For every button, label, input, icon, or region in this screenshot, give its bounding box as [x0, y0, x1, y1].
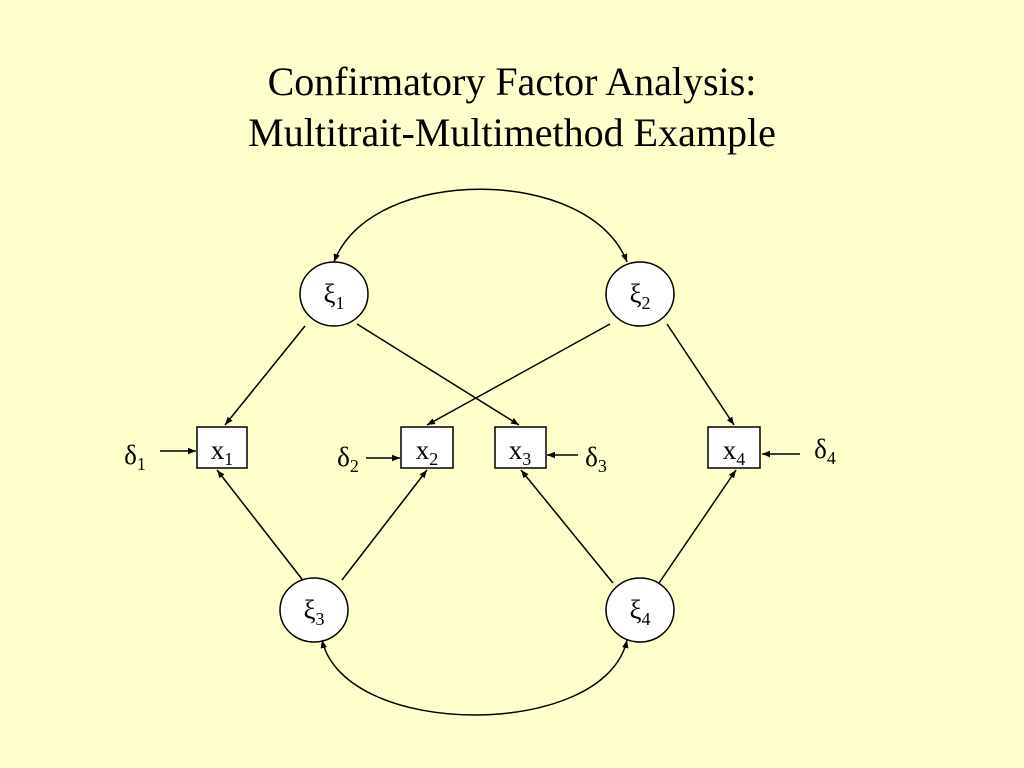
variable-symbol: x — [211, 435, 225, 465]
observed-variable-x1: x1 — [196, 426, 248, 469]
error-subscript: 1 — [137, 454, 146, 474]
covariance-xi3-xi4 — [320, 639, 629, 716]
variable-subscript: 3 — [522, 449, 531, 469]
latent-factor-xi3: ξ3 — [279, 577, 349, 643]
variable-subscript: 1 — [224, 449, 233, 469]
error-symbol: δ — [124, 440, 137, 470]
svg-text:x4: x4 — [723, 435, 746, 469]
loading-xi3-x2 — [341, 469, 428, 581]
svg-text:x2: x2 — [416, 435, 439, 469]
svg-text:ξ1: ξ1 — [323, 279, 344, 313]
factor-symbol: ξ — [629, 279, 641, 309]
factor-symbol: ξ — [629, 595, 641, 625]
variable-subscript: 2 — [429, 449, 438, 469]
variable-symbol: x — [416, 435, 430, 465]
slide-title: Confirmatory Factor Analysis: Multitrait… — [0, 56, 1024, 158]
error-subscript: 4 — [827, 448, 836, 468]
latent-factor-xi2: ξ2 — [605, 261, 675, 327]
factor-subscript: 3 — [316, 609, 325, 629]
title-line-2: Multitrait-Multimethod Example — [248, 110, 776, 155]
factor-symbol: ξ — [323, 279, 335, 309]
error-symbol: δ — [585, 442, 598, 472]
error-subscript: 3 — [598, 456, 607, 476]
observed-variable-x3: x3 — [494, 426, 547, 469]
error-term-delta3: δ3 — [585, 442, 607, 476]
variable-symbol: x — [723, 435, 737, 465]
loading-xi1-x1 — [224, 325, 306, 426]
error-term-delta2: δ2 — [337, 442, 359, 476]
loading-xi4-x4 — [658, 469, 737, 584]
svg-text:ξ3: ξ3 — [303, 595, 324, 629]
latent-factor-xi1: ξ1 — [299, 261, 369, 327]
factor-subscript: 2 — [642, 293, 651, 313]
svg-text:ξ4: ξ4 — [629, 595, 650, 629]
error-symbol: δ — [337, 442, 350, 472]
variable-symbol: x — [509, 435, 523, 465]
loading-xi2-x4 — [666, 323, 735, 426]
covariance-xi1-xi2 — [333, 188, 628, 263]
error-subscript: 2 — [350, 456, 359, 476]
svg-text:x3: x3 — [509, 435, 532, 469]
loading-xi2-x2 — [426, 323, 611, 426]
observed-variable-x4: x4 — [707, 426, 761, 469]
svg-text:x1: x1 — [211, 435, 234, 469]
factor-symbol: ξ — [303, 595, 315, 625]
error-term-delta1: δ1 — [124, 440, 146, 474]
factor-subscript: 1 — [336, 293, 345, 313]
loading-xi3-x1 — [216, 469, 306, 584]
title-line-1: Confirmatory Factor Analysis: — [267, 59, 757, 104]
loading-xi4-x3 — [520, 469, 614, 584]
variable-subscript: 4 — [736, 449, 745, 469]
svg-text:ξ2: ξ2 — [629, 279, 650, 313]
loading-xi1-x3 — [356, 323, 520, 426]
latent-factor-xi4: ξ4 — [605, 577, 675, 643]
observed-variable-x2: x2 — [400, 426, 454, 469]
factor-subscript: 4 — [642, 609, 651, 629]
error-symbol: δ — [814, 434, 827, 464]
error-term-delta4: δ4 — [814, 434, 836, 468]
